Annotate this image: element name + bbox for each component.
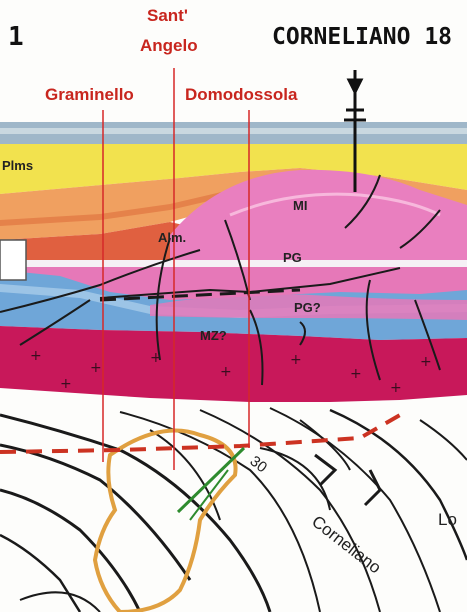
white-interval-line [0,260,467,267]
svg-text:+: + [420,354,432,370]
formation-label-mi: MI [293,198,307,213]
section-title: CORNELIANO 18 [272,24,452,50]
formation-label-plms: Plms [2,158,33,173]
well-label-sant-angelo-line2: Angelo [140,36,198,56]
svg-text:+: + [390,380,402,396]
well-label-graminello: Graminello [45,85,134,105]
svg-text:+: + [60,376,72,392]
svg-text:+: + [350,366,362,382]
left-edge-box [0,240,26,280]
svg-text:+: + [290,352,302,368]
well-label-sant-angelo-line1: Sant' [147,6,188,26]
well-label-domodossola: Domodossola [185,85,297,105]
page-number: 1 [8,22,24,52]
svg-text:+: + [220,364,232,380]
formation-label-pg-query: PG? [294,300,321,315]
formation-label-pg: PG [283,250,302,265]
svg-text:+: + [30,348,42,364]
svg-text:+: + [90,360,102,376]
formation-label-alm: Alm. [158,230,186,245]
place-label-lo: Lo [438,510,457,530]
contour-map [0,408,467,612]
formation-label-mz: MZ? [200,328,227,343]
